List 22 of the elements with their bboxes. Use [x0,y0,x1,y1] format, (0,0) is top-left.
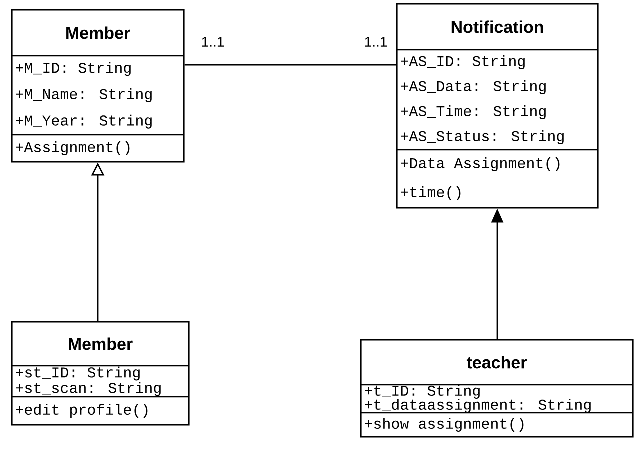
multiplicity-label: 1..1 [202,37,224,47]
method-text: +time() [401,186,461,200]
method-text: +edit profile() [16,404,148,418]
class-name: Member [69,338,133,350]
method-text: +Data Assignment() [401,158,560,172]
attribute-text: +st_scan: String [16,382,161,396]
attribute-text: +t_dataassignment: String [365,399,591,413]
method-text: +Assignment() [16,142,130,156]
attribute-text: +t_ID: String [365,385,480,399]
attribute-text: +M_Year: String [16,114,152,129]
attribute-text: +M_ID: String [16,62,131,76]
attribute-text: +AS_Data: String [401,80,546,94]
method-text: +show assignment() [365,418,524,432]
attribute-text: +AS_ID: String [401,56,525,70]
attribute-text: +M_Name: String [16,88,152,102]
association-line [184,64,396,66]
attribute-text: +AS_Status: String [401,130,564,144]
attribute-text: +AS_Time: String [401,106,546,120]
class-name: Member [66,26,130,40]
attribute-text: +st_ID: String [16,366,140,381]
class-name: teacher [466,356,527,369]
class-name: Notification [452,20,544,34]
